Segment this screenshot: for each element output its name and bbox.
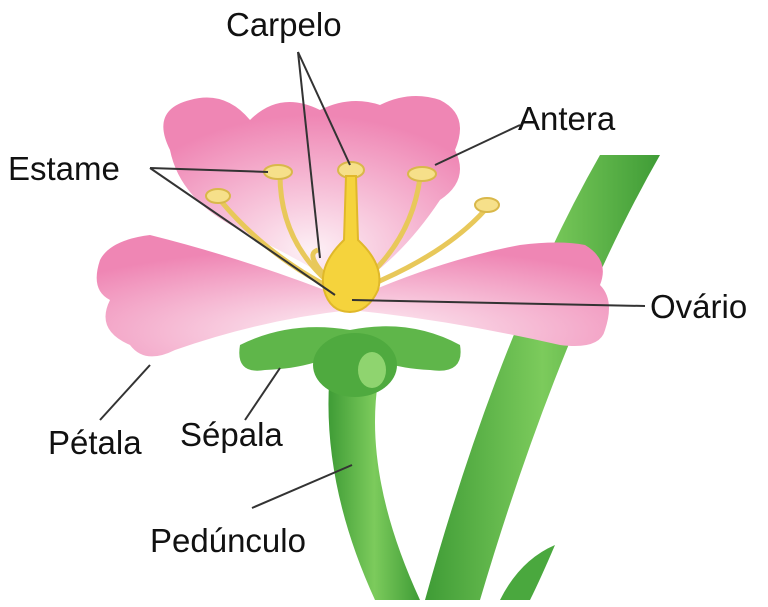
label-carpelo: Carpelo: [226, 6, 342, 43]
label-antera: Antera: [518, 100, 616, 137]
leaf-bottom: [500, 545, 555, 600]
label-estame: Estame: [8, 150, 120, 187]
peduncle: [328, 370, 420, 600]
label-ovario: Ovário: [650, 288, 747, 325]
label-sepala: Sépala: [180, 416, 283, 453]
stem: [425, 155, 660, 600]
leader-lines: [99, 51, 646, 509]
back-petals: [163, 96, 461, 290]
anthers: [205, 161, 500, 213]
label-pedunculo: Pedúnculo: [150, 522, 306, 559]
label-petala: Pétala: [48, 424, 142, 461]
receptacle-highlight: [358, 352, 386, 388]
front-petals: [96, 235, 609, 357]
carpel: [322, 175, 381, 314]
